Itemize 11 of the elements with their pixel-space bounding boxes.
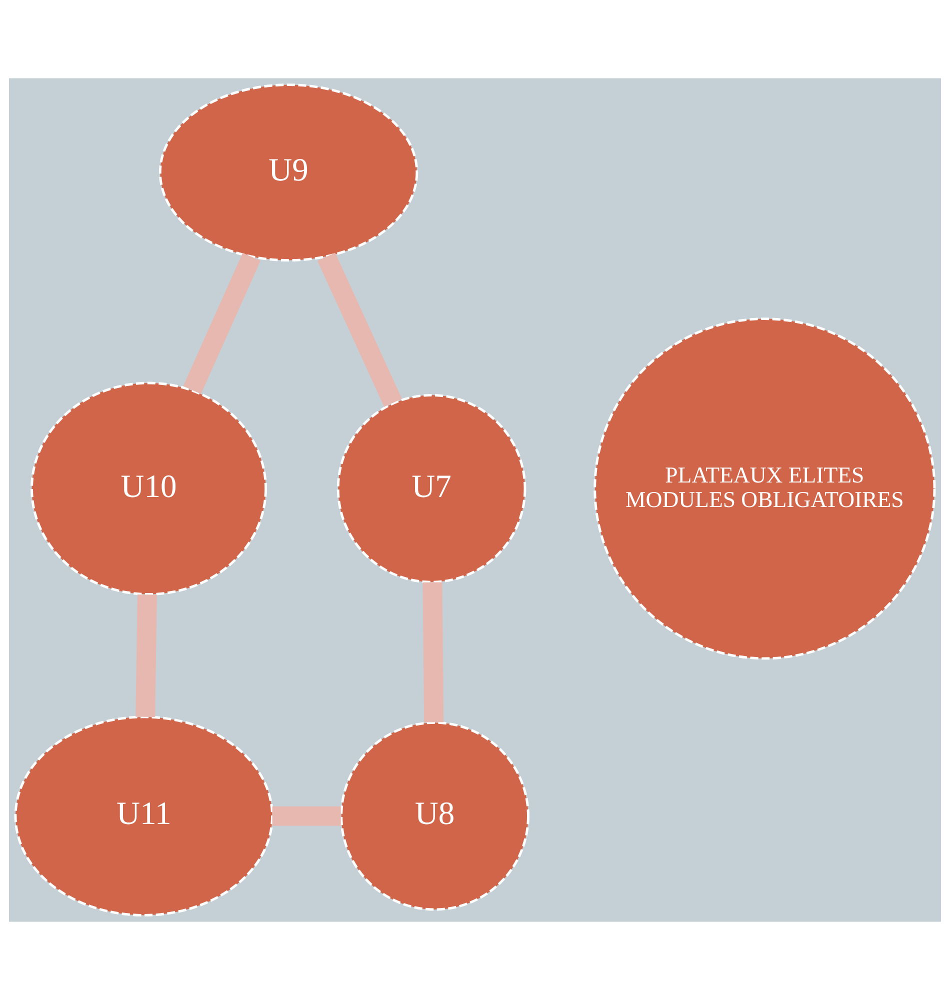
node-ellipse: U9 <box>158 84 418 262</box>
node-circle: PLATEAUX ELITES MODULES OBLIGATOIRES <box>593 318 936 660</box>
connector <box>182 252 260 394</box>
connector <box>316 252 402 407</box>
node-ellipse: U11 <box>14 716 273 916</box>
node-circle: U8 <box>340 721 529 911</box>
connector <box>135 594 156 718</box>
connector <box>272 806 340 826</box>
node-circle: U10 <box>30 382 266 596</box>
connector <box>422 582 444 722</box>
node-circle: U7 <box>336 394 526 584</box>
